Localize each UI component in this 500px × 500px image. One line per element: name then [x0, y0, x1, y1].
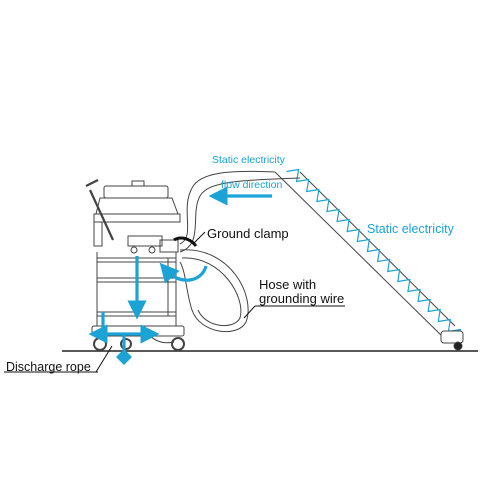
label-static-electricity-right: Static electricity	[367, 222, 455, 236]
label-static-electricity-top: Static electricity	[212, 154, 286, 166]
label-flow-direction: flow direction	[221, 179, 282, 191]
leader-lines	[4, 231, 345, 373]
hose	[179, 170, 301, 333]
label-discharge-rope: Discharge rope	[6, 360, 91, 374]
label-ground-clamp: Ground clamp	[207, 226, 289, 241]
ground-clamp	[173, 236, 198, 247]
label-hose-line2: grounding wire	[259, 291, 344, 306]
flow-arrows	[88, 186, 272, 350]
vacuum-cleaner	[85, 179, 185, 351]
discharge-arrow-icon	[116, 349, 132, 365]
staircase	[274, 168, 464, 351]
label-hose-line1: Hose with	[259, 277, 316, 292]
static-zigzag	[286, 168, 462, 342]
